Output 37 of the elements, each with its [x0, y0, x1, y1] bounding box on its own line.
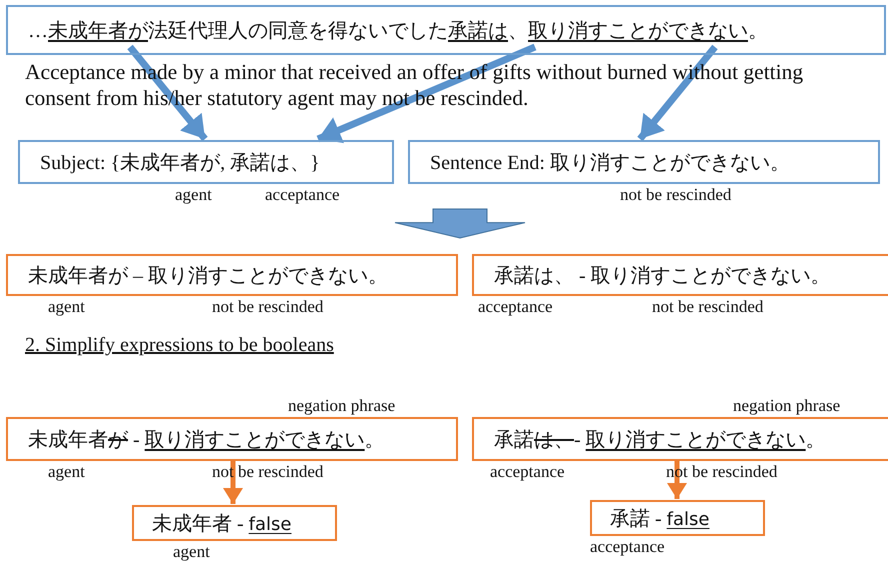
box-text: 承諾は、 - 取り消すことができない。	[494, 264, 831, 288]
text-box	[132, 505, 337, 541]
box-text: 承諾 - false	[610, 506, 710, 532]
box-text: 承諾は、- 取り消すことができない。	[494, 428, 826, 452]
arrow	[223, 461, 243, 504]
gloss-label: agent	[173, 543, 210, 561]
arrow	[637, 44, 718, 142]
gloss-label: agent	[175, 186, 212, 204]
text-box	[472, 254, 888, 296]
gloss-label: agent	[48, 463, 85, 481]
gloss-label: negation phrase	[288, 397, 396, 415]
box-text: Sentence End: 取り消すことができない。	[430, 150, 790, 176]
box-text: 未成年者が - 取り消すことができない。	[28, 428, 385, 452]
section-heading: 2. Simplify expressions to be booleans	[25, 333, 334, 357]
gloss-label: not be rescinded	[212, 298, 324, 316]
gloss-label: acceptance	[490, 463, 565, 481]
text-box	[6, 417, 458, 461]
box-text: 未成年者 - false	[152, 512, 292, 536]
box-text: …未成年者が法廷代理人の同意を得ないでした承諾は、取り消すことができない。	[28, 18, 768, 44]
text-box	[6, 5, 886, 55]
text-box	[18, 140, 394, 184]
gloss-label: acceptance	[265, 186, 340, 204]
arrow	[316, 44, 536, 144]
arrow	[127, 44, 208, 142]
box-text: 未成年者が – 取り消すことができない。	[28, 264, 388, 288]
gloss-label: agent	[48, 298, 85, 316]
text-box	[472, 417, 888, 461]
gloss-label: acceptance	[590, 538, 665, 556]
text-box	[6, 254, 458, 296]
text-box	[590, 500, 765, 536]
gloss-label: acceptance	[478, 298, 553, 316]
gloss-label: not be rescinded	[652, 298, 764, 316]
text-box	[408, 140, 880, 184]
block-arrow	[394, 208, 526, 239]
gloss-label: not be rescinded	[620, 186, 732, 204]
box-text: Subject: {未成年者が, 承諾は、}	[40, 150, 320, 176]
gloss-label: negation phrase	[733, 397, 840, 415]
